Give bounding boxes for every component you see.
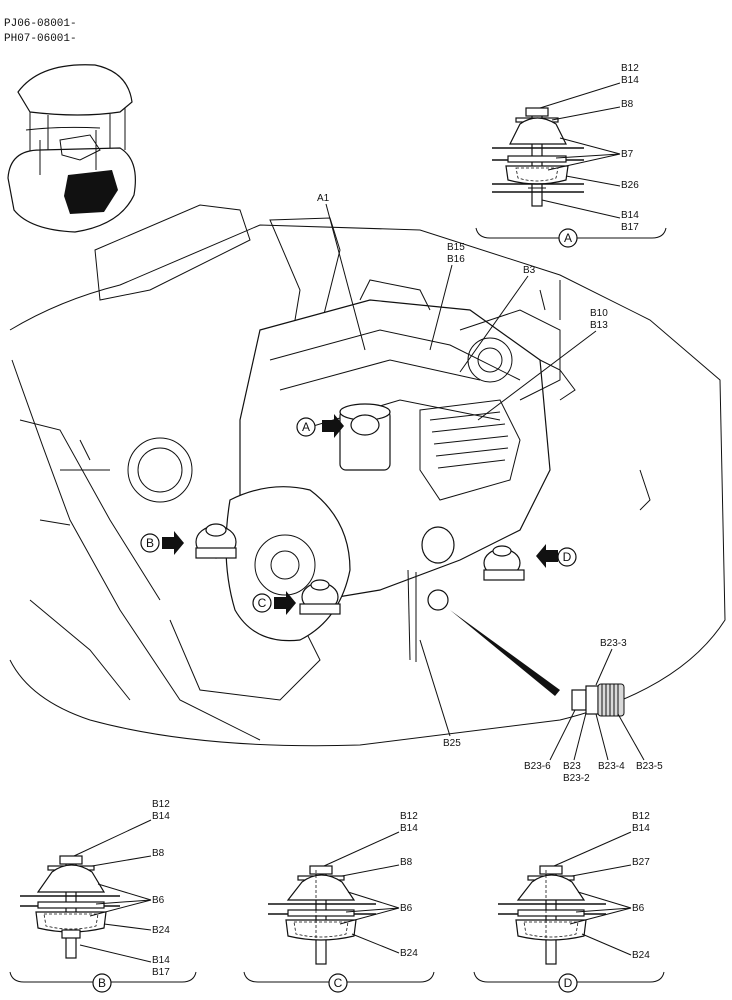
detail-c-part-b6: B6 [400, 903, 413, 914]
callout-b10: B10 [590, 308, 608, 319]
callout-b23-4: B23-4 [598, 761, 625, 772]
detail-view-c: B12 B14 B8 B6 B24 C [243, 811, 435, 993]
mount-a-on-engine [350, 414, 380, 436]
detail-b-part-b24: B24 [152, 925, 170, 936]
detail-d-label: D [564, 976, 573, 990]
callout-b25: B25 [443, 738, 461, 749]
callout-a1: A1 [317, 193, 330, 204]
svg-text:C: C [258, 596, 267, 610]
detail-a-part-b26: B26 [621, 180, 639, 191]
view-marker-b: B [140, 533, 160, 553]
detail-pointer-wedge [450, 610, 560, 696]
detail-d-part-b12: B12 [632, 811, 650, 822]
detail-a-part-b14: B14 [621, 75, 639, 86]
callout-b23-2: B23-2 [563, 773, 590, 784]
svg-text:D: D [563, 550, 572, 564]
arrow-b-icon [162, 531, 184, 555]
callout-b23-5: B23-5 [636, 761, 663, 772]
callout-b23-3: B23-3 [600, 638, 627, 649]
callout-b23-6: B23-6 [524, 761, 551, 772]
detail-view-b: B12 B14 B8 B6 B24 B14 B17 B [9, 799, 197, 993]
detail-a-part-b12: B12 [621, 63, 639, 74]
svg-text:B: B [146, 536, 154, 550]
callout-b23: B23 [563, 761, 581, 772]
detail-d-part-b6: B6 [632, 903, 645, 914]
detail-d-part-b24: B24 [632, 950, 650, 961]
callout-b15: B15 [447, 242, 465, 253]
detail-c-part-b24: B24 [400, 948, 418, 959]
serial-number-2: PH07-06001- [4, 33, 77, 45]
detail-b-part-b12: B12 [152, 799, 170, 810]
callout-b16: B16 [447, 254, 465, 265]
detail-b-part-b14: B14 [152, 811, 170, 822]
svg-text:A: A [302, 420, 310, 434]
detail-view-d: B12 B14 B27 B6 B24 D [473, 811, 665, 993]
main-callouts: A1 B15 B16 B3 B10 B13 B25 [317, 193, 608, 749]
detail-b-part-b14-lower: B14 [152, 955, 170, 966]
machine-location-thumbnail [7, 64, 136, 233]
arrow-d-icon [536, 544, 558, 568]
detail-b-part-b17: B17 [152, 967, 170, 978]
detail-d-part-b14: B14 [632, 823, 650, 834]
mount-c-on-engine [299, 579, 341, 615]
view-marker-c: C [252, 593, 272, 613]
detail-a-label: A [564, 231, 572, 245]
engine-assembly-illustration [9, 204, 726, 747]
detail-d-part-b27: B27 [632, 857, 650, 868]
detail-c-label: C [334, 976, 343, 990]
drain-plug-detail: B23-3 B23-6 B23 B23-2 B23-4 B23-5 [524, 638, 663, 784]
view-marker-a: A [296, 417, 316, 437]
view-marker-d: D [557, 547, 577, 567]
detail-a-part-b17: B17 [621, 222, 639, 233]
detail-b-part-b8: B8 [152, 848, 165, 859]
serial-number-1: PJ06-08001- [4, 18, 77, 30]
callout-b3: B3 [523, 265, 536, 276]
mount-d-on-engine [483, 545, 525, 581]
mount-b-on-engine [195, 523, 237, 559]
detail-a-part-b7: B7 [621, 149, 634, 160]
detail-view-a: B12 B14 B8 B7 B26 B14 B17 A [475, 63, 667, 248]
detail-b-label: B [98, 976, 106, 990]
detail-c-part-b12: B12 [400, 811, 418, 822]
detail-a-part-b14-lower: B14 [621, 210, 639, 221]
detail-a-part-b8: B8 [621, 99, 634, 110]
arrow-a-icon [322, 414, 344, 438]
detail-c-part-b8: B8 [400, 857, 413, 868]
detail-b-part-b6: B6 [152, 895, 165, 906]
arrow-c-icon [274, 591, 296, 615]
detail-c-part-b14: B14 [400, 823, 418, 834]
callout-b13: B13 [590, 320, 608, 331]
